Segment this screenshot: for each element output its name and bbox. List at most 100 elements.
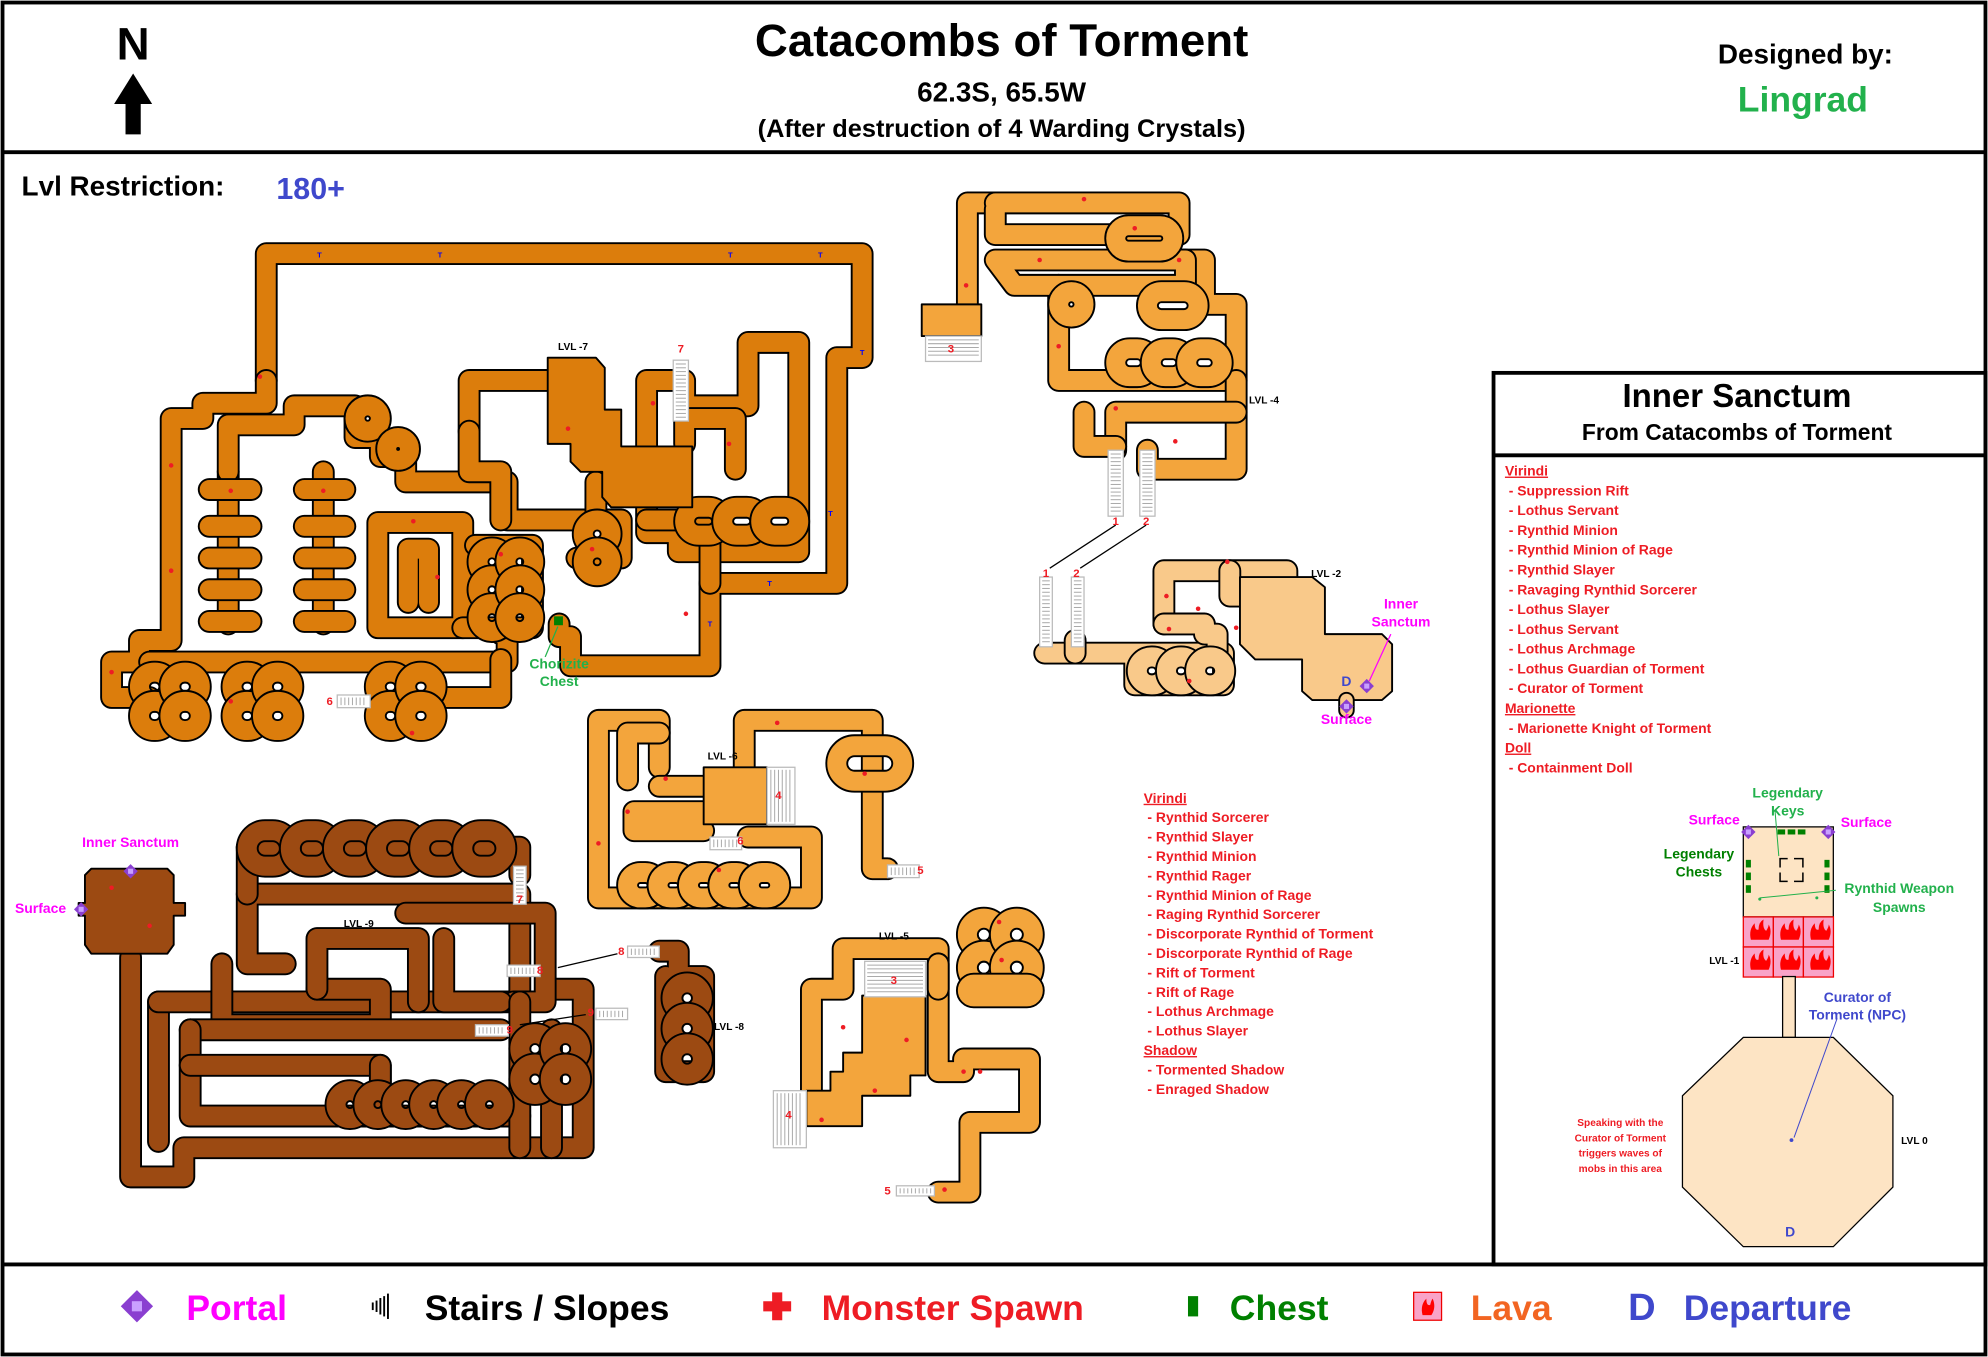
map-label-stair: 5	[917, 865, 924, 877]
map-label-stair: 3	[948, 344, 954, 356]
corridor	[637, 510, 720, 593]
monster-spawn-icon	[409, 730, 415, 736]
corridor-loop	[662, 1034, 712, 1084]
mob-list-item: - Lothus Archmage	[1147, 1003, 1274, 1019]
legendary-key-chest-icon	[1777, 829, 1786, 835]
stair-link-line	[1049, 524, 1117, 569]
corridor-loop	[396, 691, 446, 741]
monster-spawn-icon	[862, 771, 867, 776]
mob-list-item: - Rynthid Minion of Rage	[1147, 887, 1311, 903]
mob-list-item: - Lothus Archmage	[1509, 641, 1636, 657]
map-label-stair: 2	[1073, 568, 1079, 580]
sanctum-label-legendary-keys-1: Legendary	[1752, 785, 1823, 801]
stair-link-line	[557, 953, 618, 969]
stairs-icon	[336, 694, 371, 709]
map-label-stairw: 4	[785, 1110, 792, 1122]
legendary-key-chest-icon	[1797, 829, 1806, 835]
corridor	[1074, 402, 1126, 456]
lava-icon	[1802, 916, 1835, 948]
key-area-marker	[1779, 857, 1804, 883]
map-label-level: LVL -9	[344, 919, 374, 930]
mob-list-item: - Lothus Servant	[1509, 621, 1619, 637]
monster-spawn-icon	[257, 374, 263, 379]
monster-spawn-icon	[1056, 343, 1061, 349]
panel-subtitle: From Catacombs of Torment	[1582, 419, 1892, 445]
legend-label: Departure	[1684, 1288, 1852, 1328]
stairs-icon	[864, 960, 927, 998]
monster-spawn-icon	[650, 401, 656, 406]
mob-list-item: - Containment Doll	[1509, 759, 1633, 775]
corridor	[1049, 250, 1246, 390]
corridor-loop	[252, 691, 303, 741]
monster-spawn-icon	[726, 441, 732, 447]
mob-list-item: - Curator of Torment	[1509, 680, 1644, 696]
mob-list-item: - Lothus Slayer	[1147, 1023, 1248, 1039]
monster-spawn-icon	[1173, 439, 1178, 444]
mob-list-item: - Lothus Servant	[1509, 502, 1619, 518]
mob-list-item: - Rynthid Sorcerer	[1147, 809, 1269, 825]
lava-icon	[1772, 916, 1805, 948]
sanctum-label-departure: D	[1785, 1224, 1795, 1240]
legendary-chest-icon	[1824, 859, 1830, 868]
monster-spawn-icon	[625, 809, 630, 814]
page-title: Catacombs of Torment	[755, 15, 1248, 66]
panel-title: Inner Sanctum	[1623, 377, 1852, 414]
monster-spawn-icon	[1113, 406, 1118, 411]
sanctum-corridor	[1781, 975, 1796, 1039]
map-label-level: LVL -6	[708, 752, 738, 763]
corridor	[675, 409, 745, 479]
monster-spawn-icon	[763, 1292, 792, 1321]
corridor	[307, 928, 428, 1012]
legendary-chest-icon	[1824, 885, 1830, 893]
legend-item-monster-spawn: Monster Spawn	[763, 1288, 1084, 1328]
corridor-loop	[453, 821, 516, 876]
monster-spawn-icon	[716, 867, 722, 873]
stairs-icon	[626, 945, 660, 959]
legend-item-chest: Chest	[1187, 1288, 1329, 1328]
monster-spawn-icon	[168, 463, 174, 468]
room	[546, 356, 694, 509]
legendary-chest-icon	[1745, 872, 1751, 881]
corridor-loop	[739, 863, 790, 908]
map-label-portal: Surface	[1321, 711, 1372, 727]
stairs-icon	[506, 964, 541, 978]
mob-category: Marionette	[1505, 700, 1576, 716]
header: N Catacombs of Torment 62.3S, 65.5W (Aft…	[114, 15, 1893, 143]
stairs-icon	[1070, 576, 1085, 648]
monster-spawn-icon	[228, 699, 234, 704]
map-label-level: LVL -5	[879, 932, 909, 943]
sanctum-label-lvl-minus1: LVL -1	[1709, 956, 1739, 967]
marker-t: T	[828, 509, 833, 518]
corridor	[121, 947, 593, 1187]
panel-frame	[1491, 370, 1988, 1267]
monster-spawn-icon	[1132, 225, 1138, 231]
sanctum-note-line: mobs in this area	[1579, 1164, 1663, 1175]
stairs-icon	[595, 1007, 629, 1021]
weapon-spawn-icon	[1758, 897, 1762, 901]
monster-spawn-icon	[1176, 257, 1182, 263]
map-label-level: LVL -7	[558, 342, 588, 353]
stairs-icon	[371, 1293, 389, 1319]
corridor	[459, 421, 511, 530]
stairs-icon	[766, 766, 796, 825]
monster-spawn-icon	[774, 720, 780, 726]
map-label-stair: 9	[588, 1007, 594, 1019]
leader-line	[1368, 633, 1392, 682]
corridor-loop	[573, 538, 621, 586]
marker-t: T	[708, 620, 713, 629]
monster-spawn-icon	[109, 669, 114, 675]
monster-spawn-icon	[963, 283, 969, 288]
monster-spawn-icon	[904, 1037, 909, 1043]
stairs-icon	[474, 1024, 510, 1037]
mob-list-item: - Rynthid Minion	[1509, 522, 1618, 538]
marker-t: T	[767, 579, 772, 588]
legend-label: Lava	[1471, 1288, 1552, 1328]
monster-spawn-icon	[996, 919, 1002, 925]
leader-line	[1793, 1018, 1838, 1138]
monster-spawn-icon	[840, 1024, 846, 1030]
monster-spawn-icon	[168, 568, 174, 573]
room	[702, 766, 769, 826]
map-label-level: LVL -8	[714, 1022, 744, 1033]
